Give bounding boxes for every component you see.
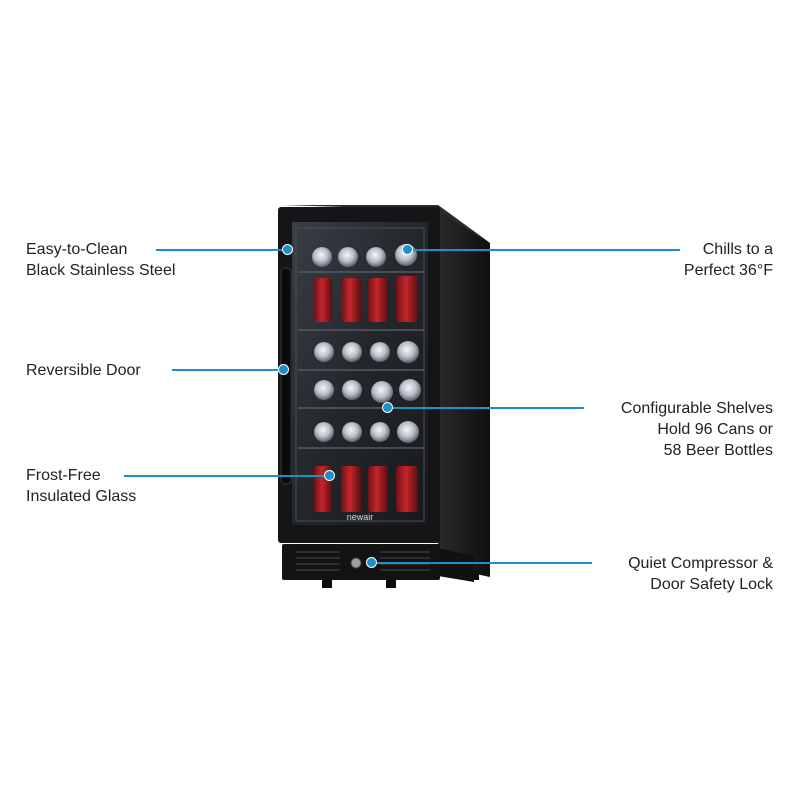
- leader-line: [156, 249, 286, 251]
- callout-compressor: Quiet Compressor & Door Safety Lock: [628, 553, 773, 595]
- callout-line: Easy-to-Clean: [26, 241, 128, 258]
- callout-easy-clean: Easy-to-Clean Black Stainless Steel: [26, 239, 175, 281]
- callout-line: Configurable Shelves: [620, 400, 773, 417]
- callout-reversible-door: Reversible Door: [26, 360, 141, 381]
- callout-line: 58 Beer Bottles: [663, 442, 773, 459]
- lock-icon: [350, 557, 362, 569]
- leader-line: [374, 562, 592, 564]
- can-row: [314, 379, 421, 403]
- foot: [470, 570, 479, 580]
- callout-line: Perfect 36°F: [683, 262, 773, 279]
- callout-dot: [366, 557, 377, 568]
- can-row: [314, 341, 419, 363]
- foot: [386, 579, 396, 588]
- callout-shelves: Configurable Shelves Hold 96 Cans or 58 …: [621, 398, 773, 461]
- callout-dot: [324, 470, 335, 481]
- callout-line: Reversible Door: [26, 362, 141, 379]
- leader-line: [410, 249, 680, 251]
- vent-grille: [296, 551, 430, 571]
- callout-line: Quiet Compressor &: [628, 555, 773, 572]
- callout-line: Hold 96 Cans or: [657, 421, 773, 438]
- door-handle: [280, 267, 292, 485]
- leader-line: [124, 475, 328, 477]
- callout-line: Door Safety Lock: [650, 576, 773, 593]
- leader-line: [172, 369, 282, 371]
- callout-chills: Chills to a Perfect 36°F: [684, 239, 773, 281]
- base-side: [438, 548, 474, 582]
- callout-dot: [402, 244, 413, 255]
- can-row: [314, 276, 418, 322]
- can-row: [314, 421, 419, 443]
- callout-frost-free: Frost-Free Insulated Glass: [26, 465, 136, 507]
- can-row: [312, 244, 417, 267]
- callout-line: Frost-Free: [26, 467, 101, 484]
- callout-line: Chills to a: [702, 241, 773, 258]
- brand-logo: newair: [347, 512, 374, 522]
- callout-dot: [382, 402, 393, 413]
- callout-dot: [278, 364, 289, 375]
- leader-line: [390, 407, 584, 409]
- callout-line: Black Stainless Steel: [26, 262, 176, 279]
- callout-line: Insulated Glass: [26, 488, 137, 505]
- callout-dot: [282, 244, 293, 255]
- foot: [322, 579, 332, 588]
- cabinet-side: [438, 205, 490, 577]
